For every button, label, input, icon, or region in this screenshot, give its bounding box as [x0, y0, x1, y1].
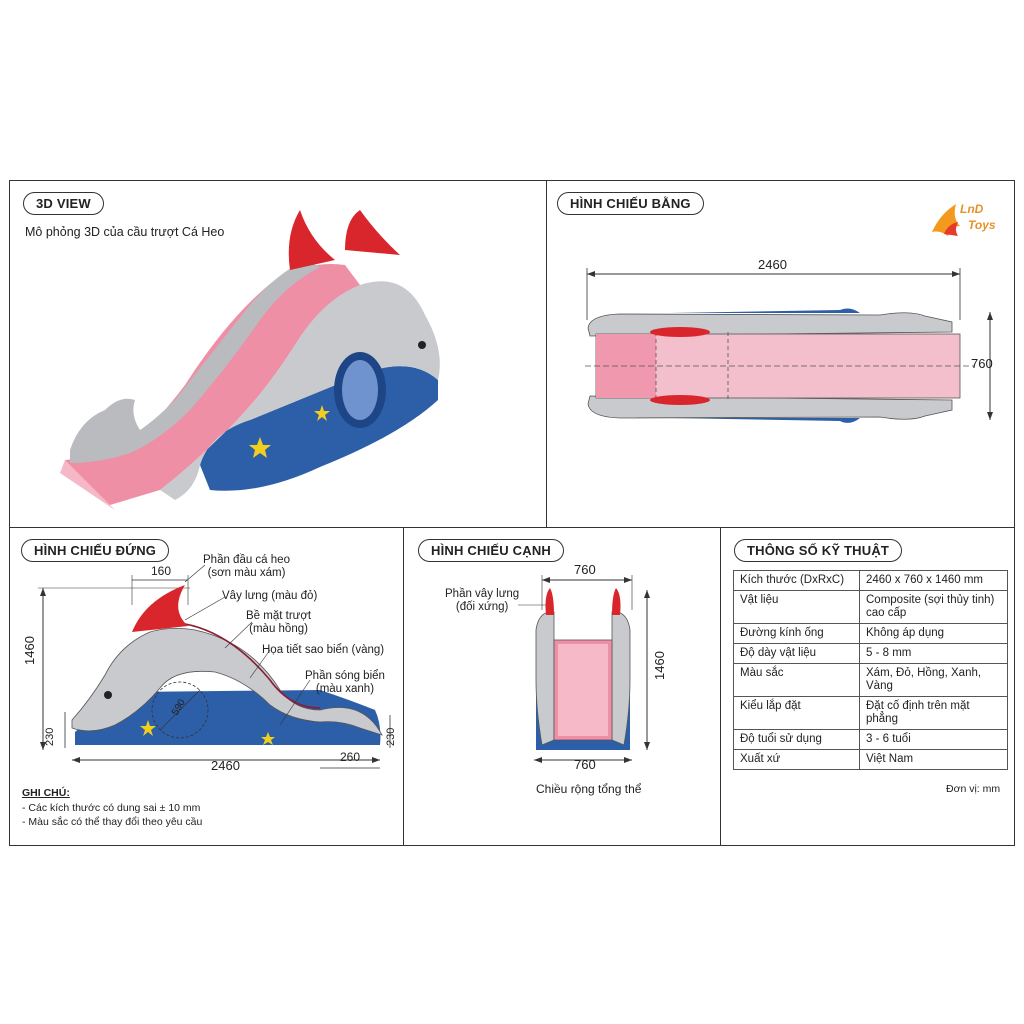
callout-starfish: Họa tiết sao biển (vàng) — [262, 644, 385, 656]
side-dim-top-width: 760 — [574, 562, 596, 577]
side-dim-bottom-width: 760 — [574, 757, 596, 772]
callout-dolphin-head: Phần đầu cá heo (sơn màu xám) — [203, 554, 290, 579]
side-caption: Chiều rộng tổng thể — [536, 782, 642, 796]
top-dim-length: 2460 — [758, 257, 787, 272]
front-dim-height: 1460 — [22, 636, 37, 665]
callout-slide-surface: Bề mặt trượt (màu hồng) — [246, 610, 312, 635]
unit-label: Đơn vị: mm — [946, 783, 1001, 795]
top-view-drawing — [585, 268, 993, 423]
side-view-drawing — [518, 575, 650, 763]
view3d-caption: Mô phỏng 3D của cầu trượt Cá Heo — [25, 225, 225, 239]
front-dim-right-low: 230 — [385, 727, 397, 746]
front-dim-length: 2460 — [211, 758, 240, 773]
front-view-drawing — [38, 564, 391, 769]
drawing-sheet — [9, 180, 1015, 846]
front-dim-head: 160 — [151, 564, 172, 578]
panel-title-top-view: HÌNH CHIẾU BẰNG — [557, 192, 704, 215]
panel-title-3d-view: 3D VIEW — [23, 192, 104, 215]
spec-table: Kích thước (DxRxC)2460 x 760 x 1460 mm V… — [733, 570, 1008, 770]
callout-dorsal-fin: Vây lưng (màu đỏ) — [222, 590, 318, 602]
divider-bottom-left — [403, 527, 404, 846]
note-color: - Màu sắc có thể thay đổi theo yêu cầu — [22, 816, 203, 828]
divider-bottom-right — [720, 527, 721, 846]
divider-horizontal — [9, 527, 1015, 528]
logo-text-line2: Toys — [968, 218, 996, 232]
top-dim-width: 760 — [971, 356, 993, 371]
flame-logo-icon: LnD Toys — [930, 200, 1002, 240]
notes-title: GHI CHÚ: — [22, 787, 70, 799]
side-dim-height: 1460 — [652, 651, 667, 680]
table-row: Kích thước (DxRxC)2460 x 760 x 1460 mm — [733, 570, 1008, 591]
panel-title-specs: THÔNG SỐ KỸ THUẬT — [734, 539, 903, 562]
callout-side-fin: Phần vây lưng (đối xứng) — [445, 588, 520, 613]
front-dim-tail: 260 — [340, 750, 361, 764]
logo-text-line1: LnD — [960, 202, 984, 216]
divider-top-vertical — [546, 180, 547, 527]
front-dim-left-low: 230 — [44, 727, 56, 746]
callout-wave: Phần sóng biển (màu xanh) — [305, 670, 385, 695]
panel-title-front-view: HÌNH CHIẾU ĐỨNG — [21, 539, 170, 562]
panel-title-side-view: HÌNH CHIẾU CẠNH — [418, 539, 564, 562]
slide-3d-illustration — [60, 210, 440, 510]
note-tolerance: - Các kích thước có dung sai ± 10 mm — [22, 802, 201, 814]
